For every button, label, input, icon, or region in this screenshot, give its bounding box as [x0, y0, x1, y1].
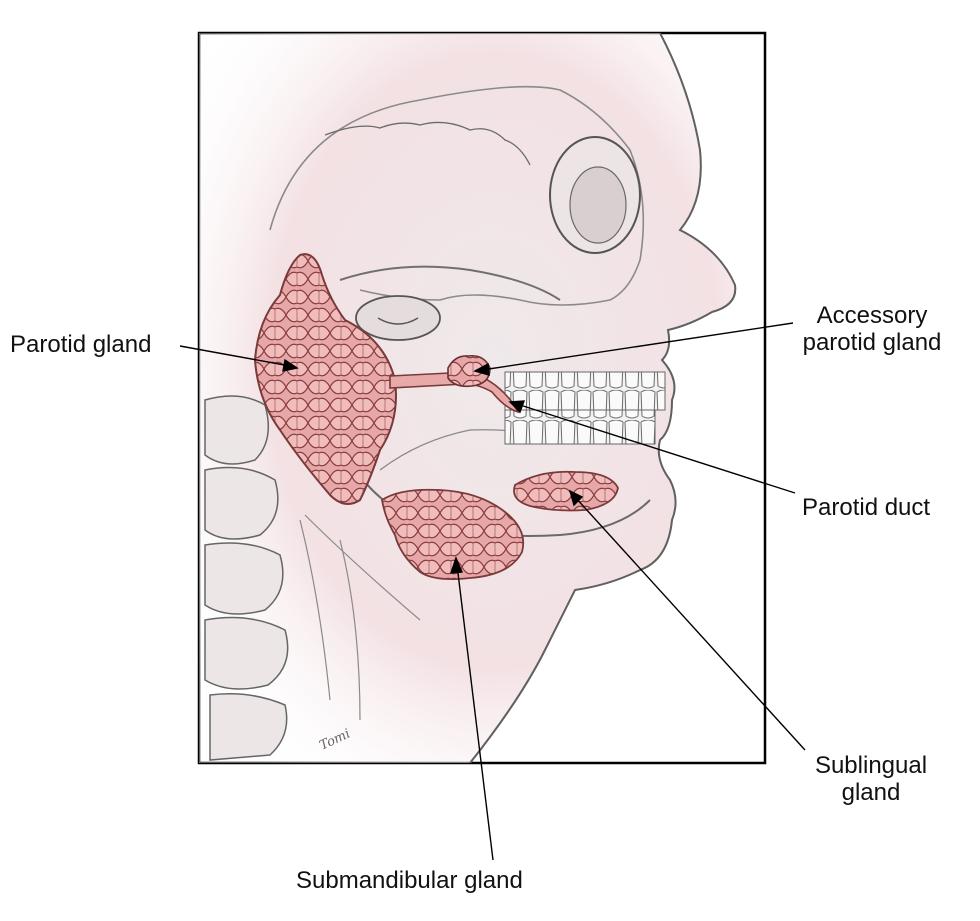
label-accessory-line2: parotid gland [802, 329, 942, 356]
cranial-suture [324, 121, 531, 166]
label-sublingual-line1: Sublingual [814, 752, 928, 779]
neck-muscle [299, 514, 421, 721]
ear-canal [355, 295, 441, 341]
label-parotid-duct: Parotid duct [802, 494, 931, 521]
skull-outline [269, 85, 645, 306]
label-submandibular-gland: Submandibular gland [296, 867, 523, 894]
leader-submandibular [456, 564, 494, 861]
accessory-parotid-shape [447, 354, 491, 388]
label-accessory-line1: Accessory [816, 302, 928, 329]
leader-accessory-parotid [481, 322, 794, 371]
cervical-spine [204, 395, 289, 761]
arrow-sublingual [568, 489, 584, 507]
label-sublingual-line2: gland [841, 779, 901, 806]
parotid-gland-shape [253, 253, 397, 505]
face-profile [469, 33, 737, 763]
label-parotid-gland: Parotid gland [10, 331, 152, 358]
leader-parotid-duct [516, 403, 796, 494]
leader-lines [179, 322, 806, 861]
label-sublingual-gland: Sublingual gland [800, 752, 942, 806]
lower-teeth [504, 409, 656, 445]
leader-sublingual [574, 496, 806, 751]
arrow-accessory-parotid [473, 362, 490, 376]
arrow-parotid-gland [282, 358, 299, 372]
submandibular-gland-shape [381, 488, 525, 581]
sublingual-gland-shape [513, 470, 619, 512]
arrow-submandibular [449, 556, 464, 574]
upper-teeth [504, 371, 666, 411]
leader-parotid-gland [179, 345, 291, 367]
label-accessory-parotid-gland: Accessory parotid gland [792, 302, 952, 356]
arrow-parotid-duct [508, 400, 526, 414]
head-illustration [199, 33, 737, 763]
zygomatic-arch [339, 265, 561, 301]
